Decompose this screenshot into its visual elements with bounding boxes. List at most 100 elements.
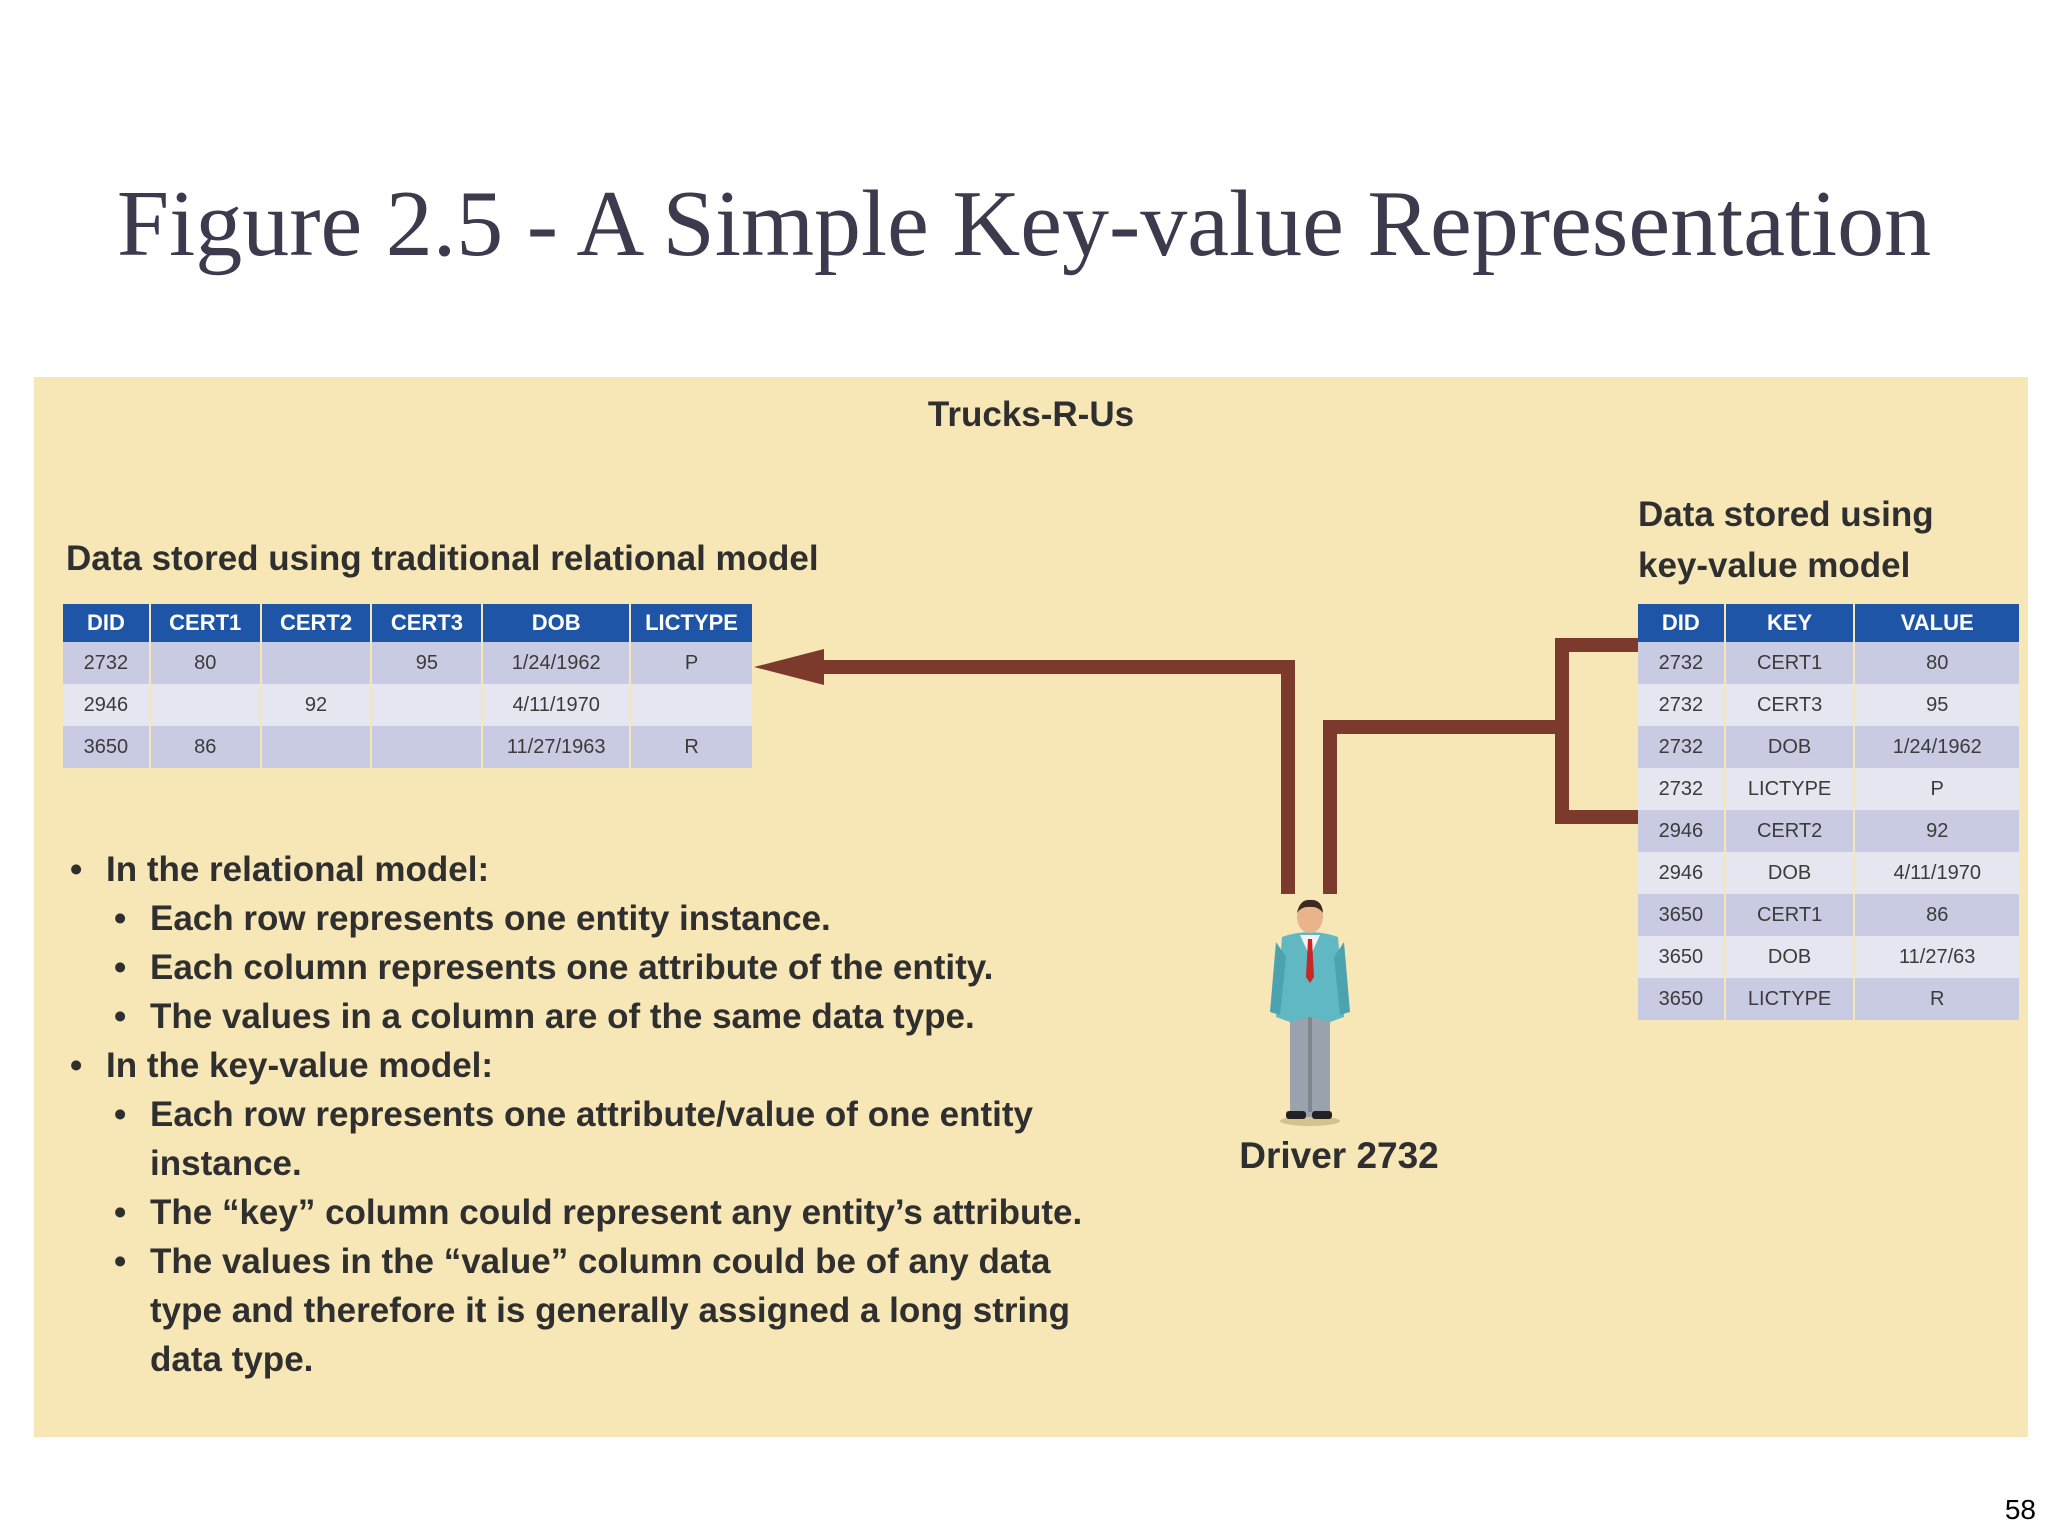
table-cell: P bbox=[630, 642, 754, 684]
bullet-item: • The values in a column are of the same … bbox=[70, 992, 1150, 1041]
table-cell: 92 bbox=[1854, 810, 2021, 852]
bullet-text: The values in a column are of the same d… bbox=[150, 997, 975, 1036]
bullet-item: • Each row represents one entity instance… bbox=[70, 894, 1150, 943]
key-value-column-header: KEY bbox=[1724, 604, 1856, 642]
table-cell: 95 bbox=[371, 642, 484, 684]
table-cell: 11/27/63 bbox=[1854, 936, 2021, 978]
table-cell: R bbox=[630, 726, 754, 768]
relational-column-header: DOB bbox=[482, 604, 632, 642]
bullet-dot-icon: • bbox=[70, 1046, 83, 1085]
key-value-heading: Data stored using key-value model bbox=[1638, 489, 1934, 591]
table-cell: 2946 bbox=[1638, 810, 1726, 852]
arrow-left-icon bbox=[754, 649, 824, 685]
table-cell bbox=[149, 684, 262, 726]
table-cell: 80 bbox=[149, 642, 262, 684]
table-cell: 2946 bbox=[63, 684, 151, 726]
bullet-text: Each column represents one attribute of … bbox=[150, 948, 994, 987]
bullet-text: In the key-value model: bbox=[106, 1046, 494, 1085]
page-number: 58 bbox=[2004, 1494, 2036, 1525]
bullet-item: instance. bbox=[70, 1139, 1150, 1188]
bullet-text: instance. bbox=[150, 1144, 302, 1183]
table-cell: 3650 bbox=[1638, 978, 1726, 1020]
bullet-dot-icon: • bbox=[114, 1095, 127, 1134]
bullet-dot-icon: • bbox=[114, 948, 127, 987]
table-cell: P bbox=[1854, 768, 2021, 810]
bullet-text: The values in the “value” column could b… bbox=[150, 1242, 1051, 1281]
relational-column-header: CERT2 bbox=[260, 604, 373, 642]
table-cell: LICTYPE bbox=[1724, 978, 1856, 1020]
table-cell: CERT1 bbox=[1724, 894, 1856, 936]
table-cell: 3650 bbox=[1638, 894, 1726, 936]
bullet-list: • In the relational model: • Each row repre… bbox=[70, 845, 1150, 1384]
diagram-title: Trucks-R-Us bbox=[927, 395, 1135, 434]
bullet-dot-icon: • bbox=[114, 899, 127, 938]
table-cell: 86 bbox=[149, 726, 262, 768]
table-row: 2946 92 4/11/1970 bbox=[63, 684, 754, 726]
bullet-item: type and therefore it is generally assig… bbox=[70, 1286, 1150, 1335]
businessman-icon bbox=[1270, 899, 1350, 1126]
table-cell bbox=[371, 726, 484, 768]
key-value-heading-line1: Data stored using bbox=[1638, 495, 1934, 534]
table-cell: DOB bbox=[1724, 852, 1856, 894]
bullet-item: • Each column represents one attribute of… bbox=[70, 943, 1150, 992]
bullet-item: •The “key” column could represent any en… bbox=[70, 1188, 1150, 1237]
table-cell: 92 bbox=[260, 684, 373, 726]
diagram-panel: Trucks-R-Us Data stored using traditiona… bbox=[34, 377, 2028, 1437]
table-cell: R bbox=[1854, 978, 2021, 1020]
table-cell: 86 bbox=[1854, 894, 2021, 936]
relational-column-header: LICTYPE bbox=[630, 604, 754, 642]
bullet-item: • In the key-value model: bbox=[70, 1041, 1150, 1090]
connector-to-relational bbox=[820, 660, 1295, 894]
table-cell: 4/11/1970 bbox=[1854, 852, 2021, 894]
table-cell bbox=[260, 642, 373, 684]
table-cell: CERT1 bbox=[1724, 642, 1856, 684]
bullet-text: Each row represents one attribute/value … bbox=[150, 1095, 1033, 1134]
table-cell: 2732 bbox=[1638, 726, 1726, 768]
bullet-text: data type. bbox=[150, 1340, 314, 1379]
table-cell: DOB bbox=[1724, 726, 1856, 768]
bullet-text: In the relational model: bbox=[106, 850, 490, 889]
table-cell: 2732 bbox=[1638, 684, 1726, 726]
bullet-dot-icon: • bbox=[70, 850, 83, 889]
slide-title: Figure 2.5 - A Simple Key-value Represen… bbox=[116, 172, 1932, 276]
bullet-dot-icon: • bbox=[114, 997, 127, 1036]
table-cell bbox=[260, 726, 373, 768]
table-cell: 1/24/1962 bbox=[1854, 726, 2021, 768]
table-cell: LICTYPE bbox=[1724, 768, 1856, 810]
table-cell: 3650 bbox=[1638, 936, 1726, 978]
bullet-item: data type. bbox=[70, 1335, 1150, 1384]
bullet-text: Each row represents one entity instance. bbox=[150, 899, 831, 938]
bullet-item: • In the relational model: bbox=[70, 845, 1150, 894]
table-cell: CERT3 bbox=[1724, 684, 1856, 726]
key-value-heading-line2: key-value model bbox=[1638, 546, 1911, 585]
relational-column-header: CERT1 bbox=[149, 604, 262, 642]
table-cell: 95 bbox=[1854, 684, 2021, 726]
table-cell: 2732 bbox=[63, 642, 151, 684]
connector-key-value-bracket bbox=[1555, 638, 1638, 824]
table-cell: 1/24/1962 bbox=[482, 642, 632, 684]
connector-to-key-value-stem bbox=[1323, 720, 1562, 894]
table-cell bbox=[630, 684, 754, 726]
table-cell bbox=[371, 684, 484, 726]
table-cell: 4/11/1970 bbox=[482, 684, 632, 726]
table-cell: 80 bbox=[1854, 642, 2021, 684]
bullet-dot-icon: • bbox=[114, 1193, 127, 1232]
table-cell: 2732 bbox=[1638, 642, 1726, 684]
table-cell: CERT2 bbox=[1724, 810, 1856, 852]
driver-label: Driver 2732 bbox=[1239, 1135, 1439, 1176]
